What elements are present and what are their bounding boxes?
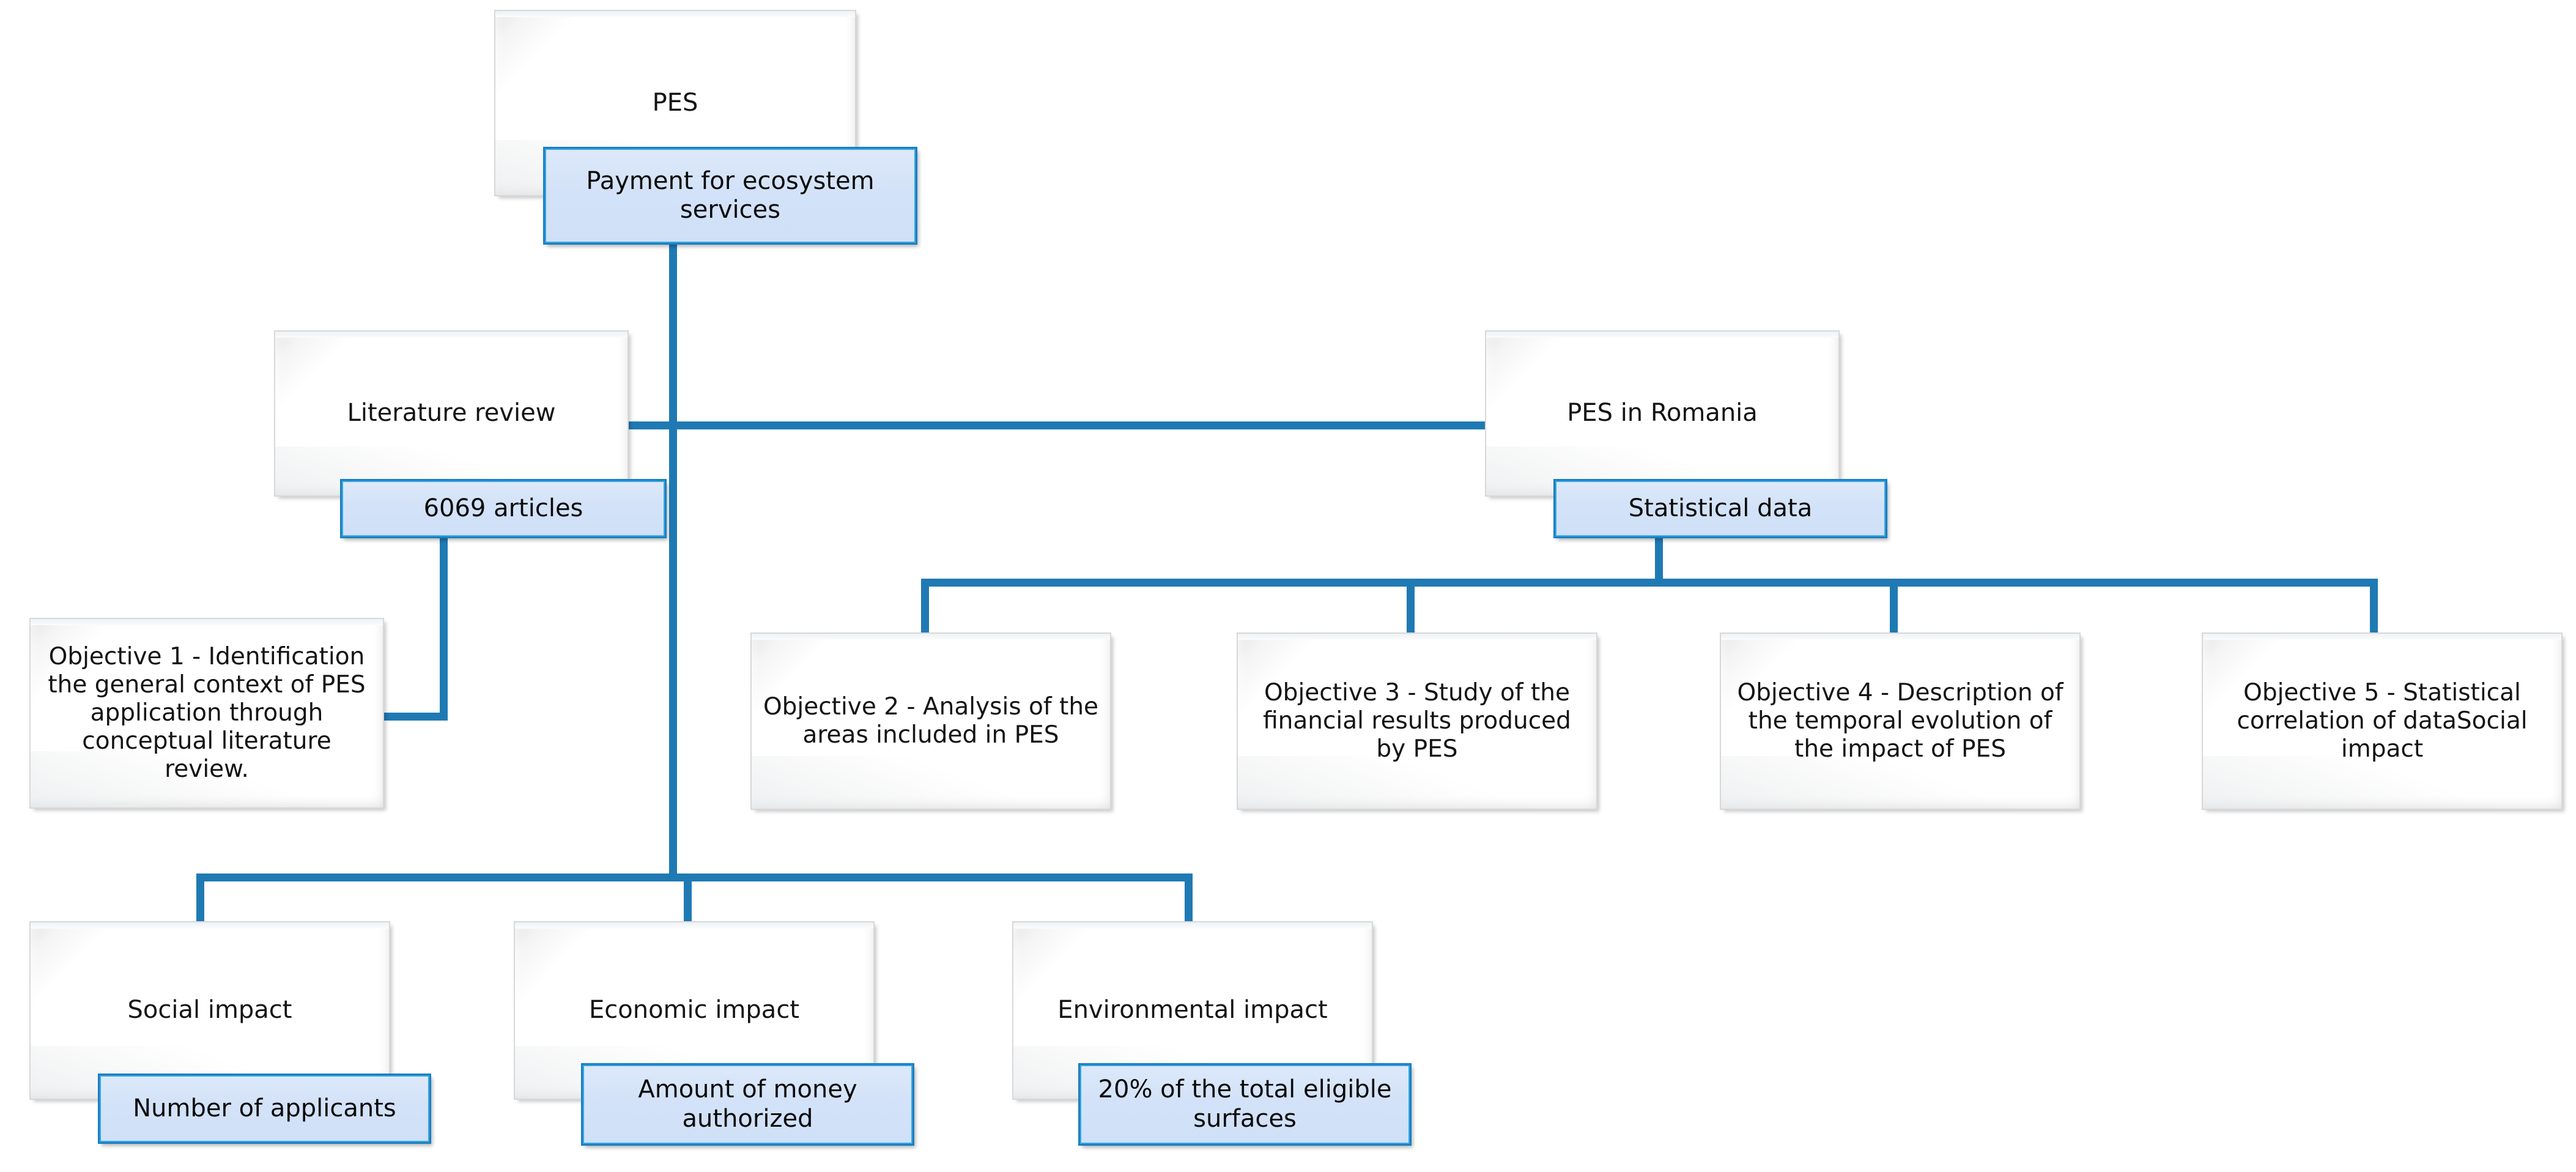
node-objective-5-label: Objective 5 - Statistical correlation of… <box>2237 678 2528 763</box>
connector-objective2-drop <box>921 579 929 634</box>
node-social-impact-outer[interactable]: Social impact <box>29 921 390 1100</box>
node-objective-4[interactable]: Objective 4 - Description of the tempora… <box>1720 632 2081 810</box>
connector-statdata-drop <box>1655 537 1663 585</box>
node-eligible-surfaces-label: 20% of the total eligible surfaces <box>1098 1075 1392 1133</box>
node-literature-review-outer-label: Literature review <box>347 399 556 428</box>
connector-objective4-drop <box>1890 579 1898 634</box>
node-literature-review-inner-label: 6069 articles <box>423 494 583 522</box>
node-objective-4-label: Objective 4 - Description of the tempora… <box>1737 678 2063 763</box>
connector-root-trunk <box>669 243 677 880</box>
connector-environmental-drop <box>1185 873 1193 925</box>
connector-objective5-drop <box>2370 579 2378 634</box>
node-objective-3-label: Objective 3 - Study of the financial res… <box>1263 678 1571 763</box>
node-objective-1-label: Objective 1 - Identification the general… <box>48 642 366 784</box>
connector-literature-romania <box>623 421 1491 429</box>
node-pes-outer-label: PES <box>652 88 698 117</box>
node-pes-romania-outer[interactable]: PES in Romania <box>1485 330 1840 497</box>
node-number-of-applicants[interactable]: Number of applicants <box>98 1074 431 1144</box>
connector-objective1-horizontal <box>382 713 448 721</box>
node-amount-of-money-authorized[interactable]: Amount of money authorized <box>581 1063 914 1146</box>
connector-objective3-drop <box>1407 579 1415 634</box>
node-statistical-data-inner-label: Statistical data <box>1628 494 1813 522</box>
node-social-impact-outer-label: Social impact <box>127 996 292 1025</box>
node-literature-review-inner[interactable]: 6069 articles <box>340 479 667 538</box>
node-pes-inner-label: Payment for ecosystem services <box>586 166 875 224</box>
node-statistical-data-inner[interactable]: Statistical data <box>1553 479 1887 538</box>
connector-impacts-bar <box>196 873 1193 881</box>
node-pes-inner[interactable]: Payment for ecosystem services <box>543 147 917 245</box>
node-objective-2[interactable]: Objective 2 - Analysis of the areas incl… <box>750 632 1111 810</box>
connector-economic-drop <box>684 873 692 925</box>
node-eligible-surfaces[interactable]: 20% of the total eligible surfaces <box>1078 1063 1412 1146</box>
node-pes-romania-outer-label: PES in Romania <box>1567 399 1758 428</box>
node-economic-impact-outer-label: Economic impact <box>588 996 799 1025</box>
node-literature-review-outer[interactable]: Literature review <box>274 330 629 497</box>
node-objective-3[interactable]: Objective 3 - Study of the financial res… <box>1237 632 1597 810</box>
node-number-of-applicants-label: Number of applicants <box>133 1094 396 1122</box>
connector-social-drop <box>196 873 204 925</box>
node-environmental-impact-outer-label: Environmental impact <box>1057 996 1328 1025</box>
node-objective-5[interactable]: Objective 5 - Statistical correlation of… <box>2202 632 2563 810</box>
node-objective-2-label: Objective 2 - Analysis of the areas incl… <box>763 692 1099 749</box>
connector-objectives-bar <box>921 579 2378 587</box>
connector-objective1-vertical <box>440 537 448 721</box>
node-objective-1[interactable]: Objective 1 - Identification the general… <box>29 618 384 809</box>
node-amount-of-money-authorized-label: Amount of money authorized <box>638 1075 857 1133</box>
